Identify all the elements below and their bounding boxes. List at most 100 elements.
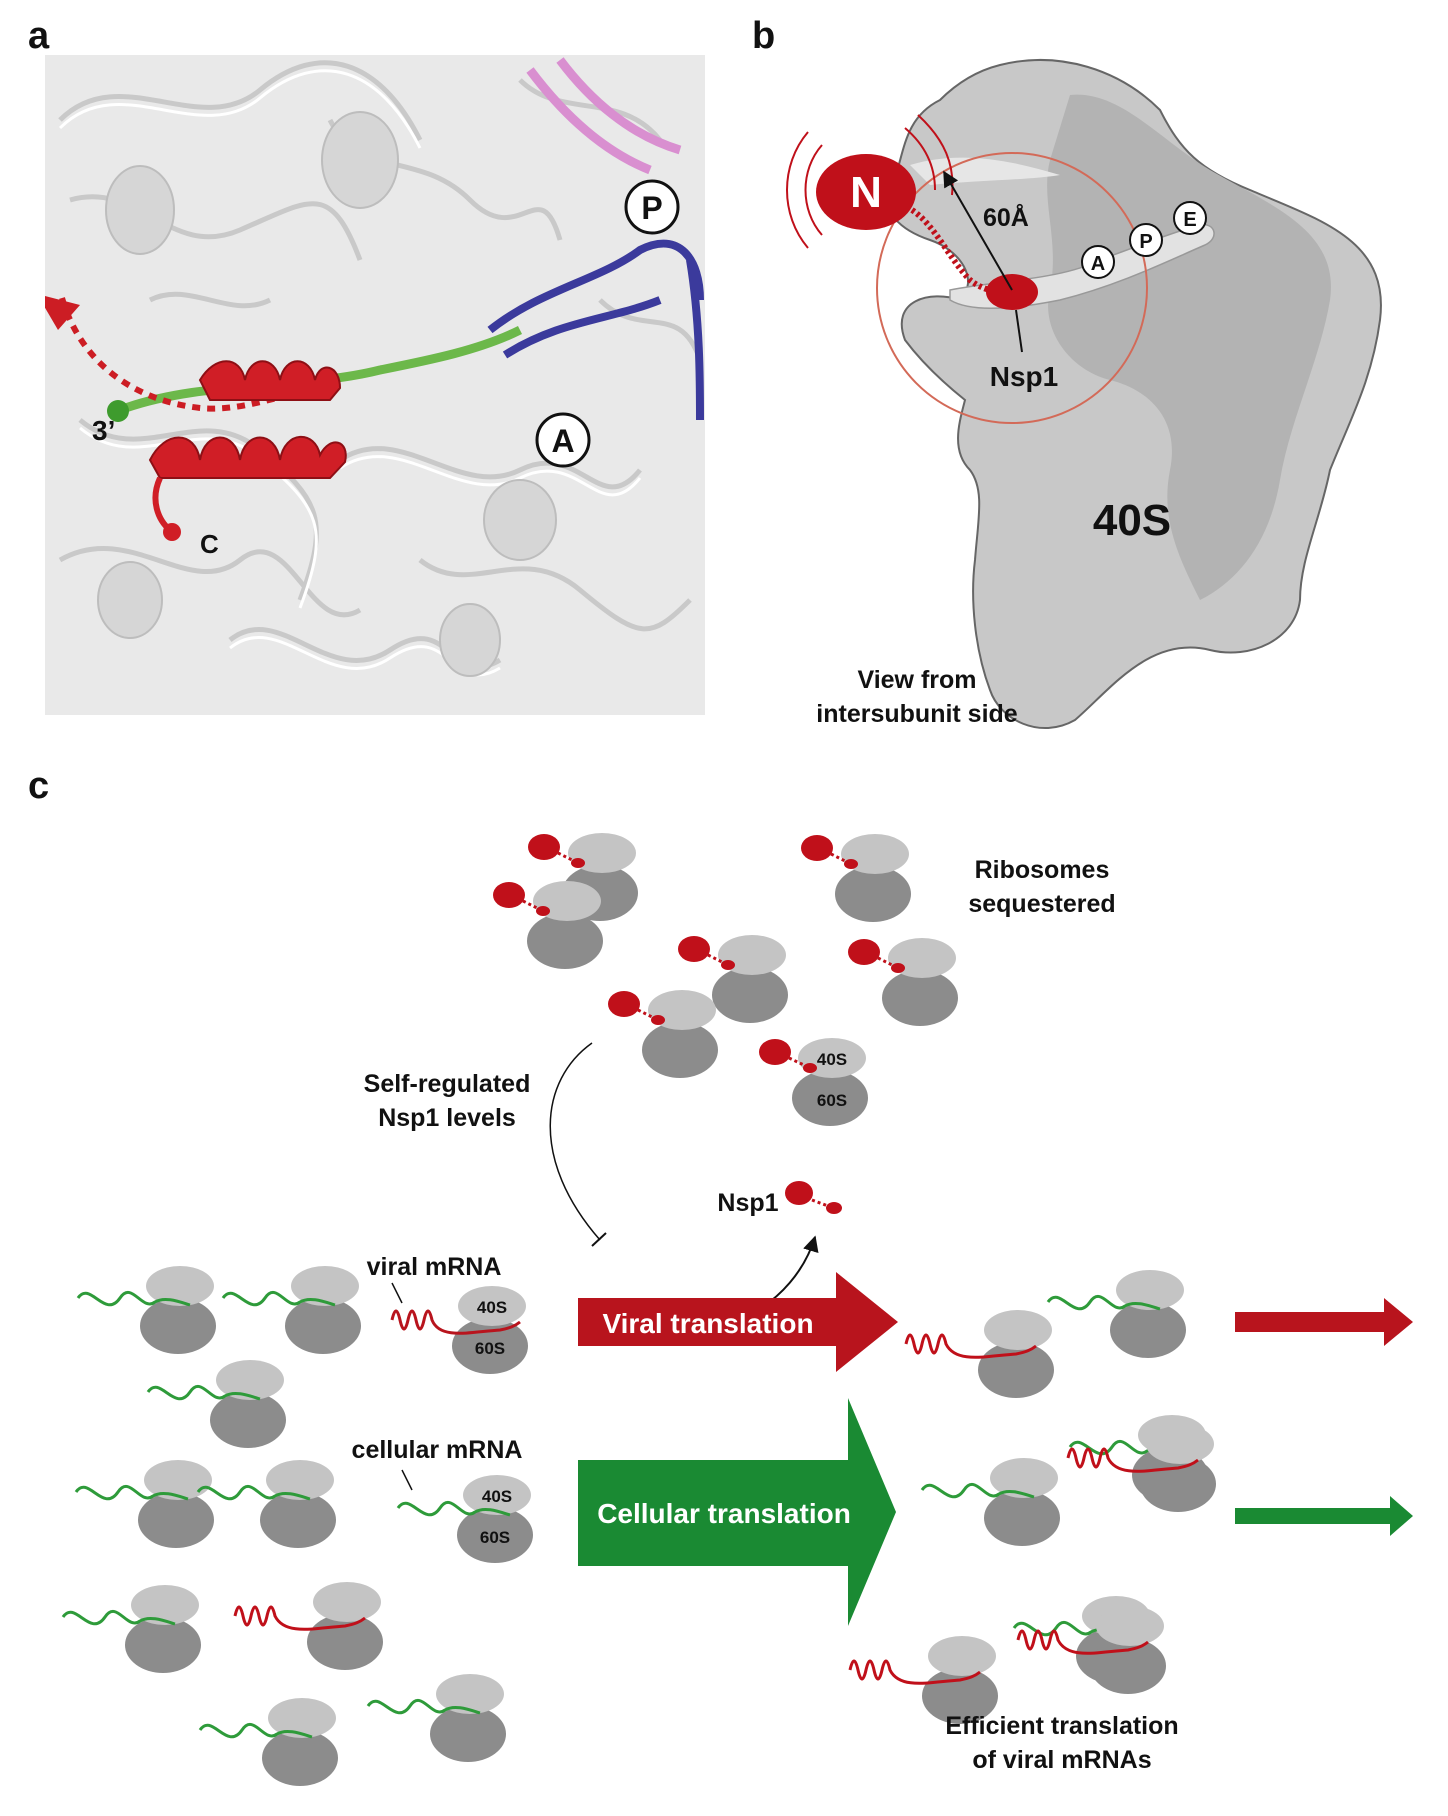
small-subunit [1096,1606,1164,1646]
labelled-sequestered-ribosome: 40S 60S [759,1038,868,1126]
nsp1-structure-label: Nsp1 [990,361,1058,392]
large-subunit [260,1492,336,1548]
large-subunit-label-seq: 60S [817,1091,847,1110]
view-caption-line2: intersubunit side [816,700,1018,728]
panel-label-b: b [752,15,775,57]
nsp1-c-domain [891,963,905,973]
small-subunit [131,1585,199,1625]
site-a-marker: A [1091,253,1105,275]
viral-mrna [904,1333,1037,1359]
site-p-marker: P [1139,231,1152,253]
c-terminus-label: C [200,529,219,559]
viral-mrna-ribosome [904,1310,1054,1398]
small-subunit [144,1460,212,1500]
cellular-mrna-ribosome [74,1460,214,1548]
nsp1-linker [637,1008,655,1020]
large-subunit [125,1617,201,1673]
sequestered-ribosome [848,938,958,1026]
small-subunit [266,1460,334,1500]
efficient-translation-line2: of viral mRNAs [972,1746,1151,1774]
cellular-translation-label: Cellular translation [597,1498,851,1529]
free-nsp1-label: Nsp1 [717,1189,778,1217]
cellular-mrna-ribosome [221,1266,361,1354]
nsp1-linker [557,851,575,863]
subunit-40s-label: 40S [1093,496,1171,545]
n-domain-label: N [850,168,882,217]
small-subunit [313,1582,381,1622]
labelled-viral-ribosome: 40S 60S [390,1286,528,1374]
cellular-mrna-ribosome [366,1674,506,1762]
nsp1-linker [877,956,895,968]
nsp1-n-domain [678,936,710,962]
viral-mrna [1016,1629,1149,1655]
site-a-label: A [551,423,574,459]
self-regulated-line2: Nsp1 levels [378,1104,516,1132]
nsp1-c-domain [721,960,735,970]
mrna-3prime-label: 3’ [92,415,115,446]
viral-mrna [1066,1447,1199,1473]
small-subunit [984,1310,1052,1350]
nsp1-linker [522,899,540,911]
viral-translation-label: Viral translation [602,1308,813,1339]
large-subunit [210,1392,286,1448]
cellular-mrna [221,1290,336,1307]
large-subunit [712,967,788,1023]
large-subunit [978,1342,1054,1398]
small-subunit [268,1698,336,1738]
labelled-cellular-ribosome: 40S 60S [396,1475,533,1563]
small-subunit [436,1674,504,1714]
sequestered-ribosome [608,990,718,1078]
site-p-label: P [641,190,662,226]
viral-mrna-ribosome [233,1582,383,1670]
small-subunit [216,1360,284,1400]
cellular-mrna [61,1609,176,1626]
viral-mrna [848,1659,981,1685]
cellular-mrna [74,1484,189,1501]
cellular-mrna-ribosome [61,1585,201,1673]
nsp1-n-domain [816,154,916,230]
cellular-mrna [196,1484,311,1501]
cellular-mrna-ribosome [76,1266,216,1354]
small-subunit-label-cell: 40S [482,1487,512,1506]
large-subunit [642,1022,718,1078]
cellular-mrna [76,1290,191,1307]
nsp1-n-domain [801,835,833,861]
large-subunit [1140,1456,1216,1512]
panel-c: c Ribosomes sequestered 40S 60S Self-reg… [28,765,1413,1786]
large-subunit [430,1706,506,1762]
cellular-mrna [198,1722,313,1739]
cellular-mrna-ribosome [920,1458,1060,1546]
cellular-mrna-ribosome [146,1360,286,1448]
large-subunit [262,1730,338,1786]
sequestered-ribosomes [493,833,958,1078]
nsp1-n-domain [848,939,880,965]
view-caption-line1: View from [857,666,976,694]
cellular-output-arrow [1235,1496,1413,1536]
nsp1-linker [830,852,848,864]
structure-view: P A 3’ C [45,55,705,715]
cellular-mrna-ribosome [196,1460,336,1548]
large-subunit [882,970,958,1026]
viral-mrna-ribosome [1066,1424,1216,1512]
large-subunit [307,1614,383,1670]
panel-label-a: a [28,15,50,57]
small-subunit-label-viral: 40S [477,1298,507,1317]
distance-label: 60Å [983,203,1029,232]
cellular-mrna [146,1384,261,1401]
site-e-marker: E [1183,209,1196,231]
panel-b: b N 60Å A P E Nsp1 40S Vi [752,15,1382,730]
small-subunit [291,1266,359,1306]
cellular-mrna-ribosome [1046,1270,1186,1358]
small-subunit [928,1636,996,1676]
sequestered-ribosome [678,935,788,1023]
panel-label-c: c [28,765,49,807]
small-subunit [990,1458,1058,1498]
large-subunit [835,866,911,922]
viral-mrna [233,1605,366,1631]
nsp1-n-domain [608,991,640,1017]
cellular-mrna-label: cellular mRNA [352,1436,523,1464]
cellular-translation-arrow [578,1398,896,1626]
large-subunit [285,1298,361,1354]
large-subunit [140,1298,216,1354]
